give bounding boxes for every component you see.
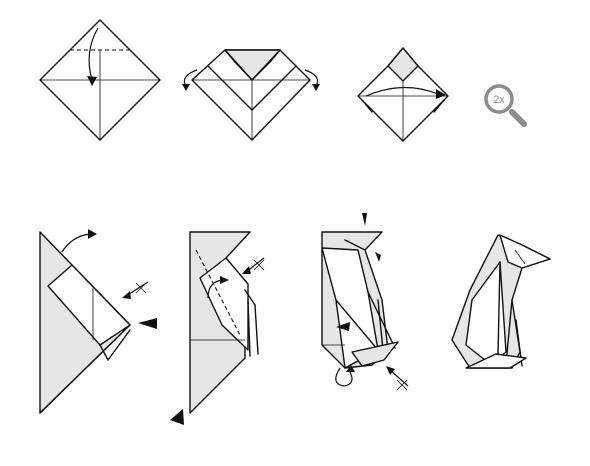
penguin-edge (497, 261, 501, 355)
step-5-arrowhead-icon (242, 266, 251, 274)
step-6-edge (377, 299, 384, 351)
step-6-marker-head-icon (375, 252, 381, 262)
step-5-valley-fold-line (195, 249, 241, 336)
penguin-feet (465, 353, 527, 369)
step-4-fold-arrow (61, 233, 91, 253)
step-4-edge (107, 329, 131, 361)
step-5-edge (254, 304, 259, 355)
step-6-mountain-arrow (335, 367, 353, 387)
step-1-arrowhead-icon (87, 76, 97, 86)
step-6-foot-flap (351, 341, 399, 367)
step-3-arrowhead-icon (436, 89, 446, 99)
step-2-edge (251, 49, 281, 81)
step-4-edge (39, 324, 131, 414)
penguin-head (499, 234, 551, 269)
step-5-edge (247, 299, 251, 357)
step-2-edge (224, 49, 253, 81)
penguin-wing-edge (505, 299, 513, 365)
step-7 (451, 234, 551, 369)
step-1 (39, 19, 161, 141)
step-6-marker-wing-icon (336, 322, 350, 331)
step-1-fold-arrow (88, 27, 99, 81)
step-3-fold-arrow (365, 86, 439, 97)
step-5-cross (253, 259, 265, 271)
step-2-arrowhead-icon (182, 84, 190, 91)
step-6-push-arrow (389, 369, 409, 387)
step-6-edge (335, 299, 379, 351)
step-6-edge (367, 291, 396, 349)
step-6-edge (344, 239, 366, 251)
step-5-edge (244, 289, 256, 306)
step-4-arrowhead-icon (122, 291, 131, 299)
step-2-arrowhead-icon (312, 84, 320, 91)
step-4 (39, 229, 157, 414)
step-4-arrowhead-icon (88, 229, 97, 239)
step-3-edge (433, 99, 445, 113)
step-4-edge (99, 344, 109, 361)
step-3-edge (361, 99, 373, 113)
step-5-pleat-marker-icon (170, 409, 184, 425)
step-4-cross (135, 282, 147, 294)
step-6-marker-top-icon (362, 213, 367, 226)
step-5-arrowhead-icon (220, 276, 229, 284)
step-6-arrowhead-icon (386, 366, 395, 375)
step-6-cross (396, 379, 408, 391)
zoom-label: 2x (493, 94, 505, 106)
step-6-arrowhead-icon (346, 365, 355, 372)
step-5 (170, 231, 265, 425)
penguin-crease (514, 249, 526, 265)
step-2 (182, 49, 320, 141)
step-6 (321, 213, 409, 391)
step-2-edge (207, 65, 253, 111)
step-3 (357, 47, 449, 142)
zoom-2x-icon[interactable]: 2x (484, 84, 527, 127)
step-4-pleat-marker-icon (138, 318, 157, 329)
step-2-edge (251, 65, 297, 111)
step-5-fold-arrow (207, 279, 223, 299)
